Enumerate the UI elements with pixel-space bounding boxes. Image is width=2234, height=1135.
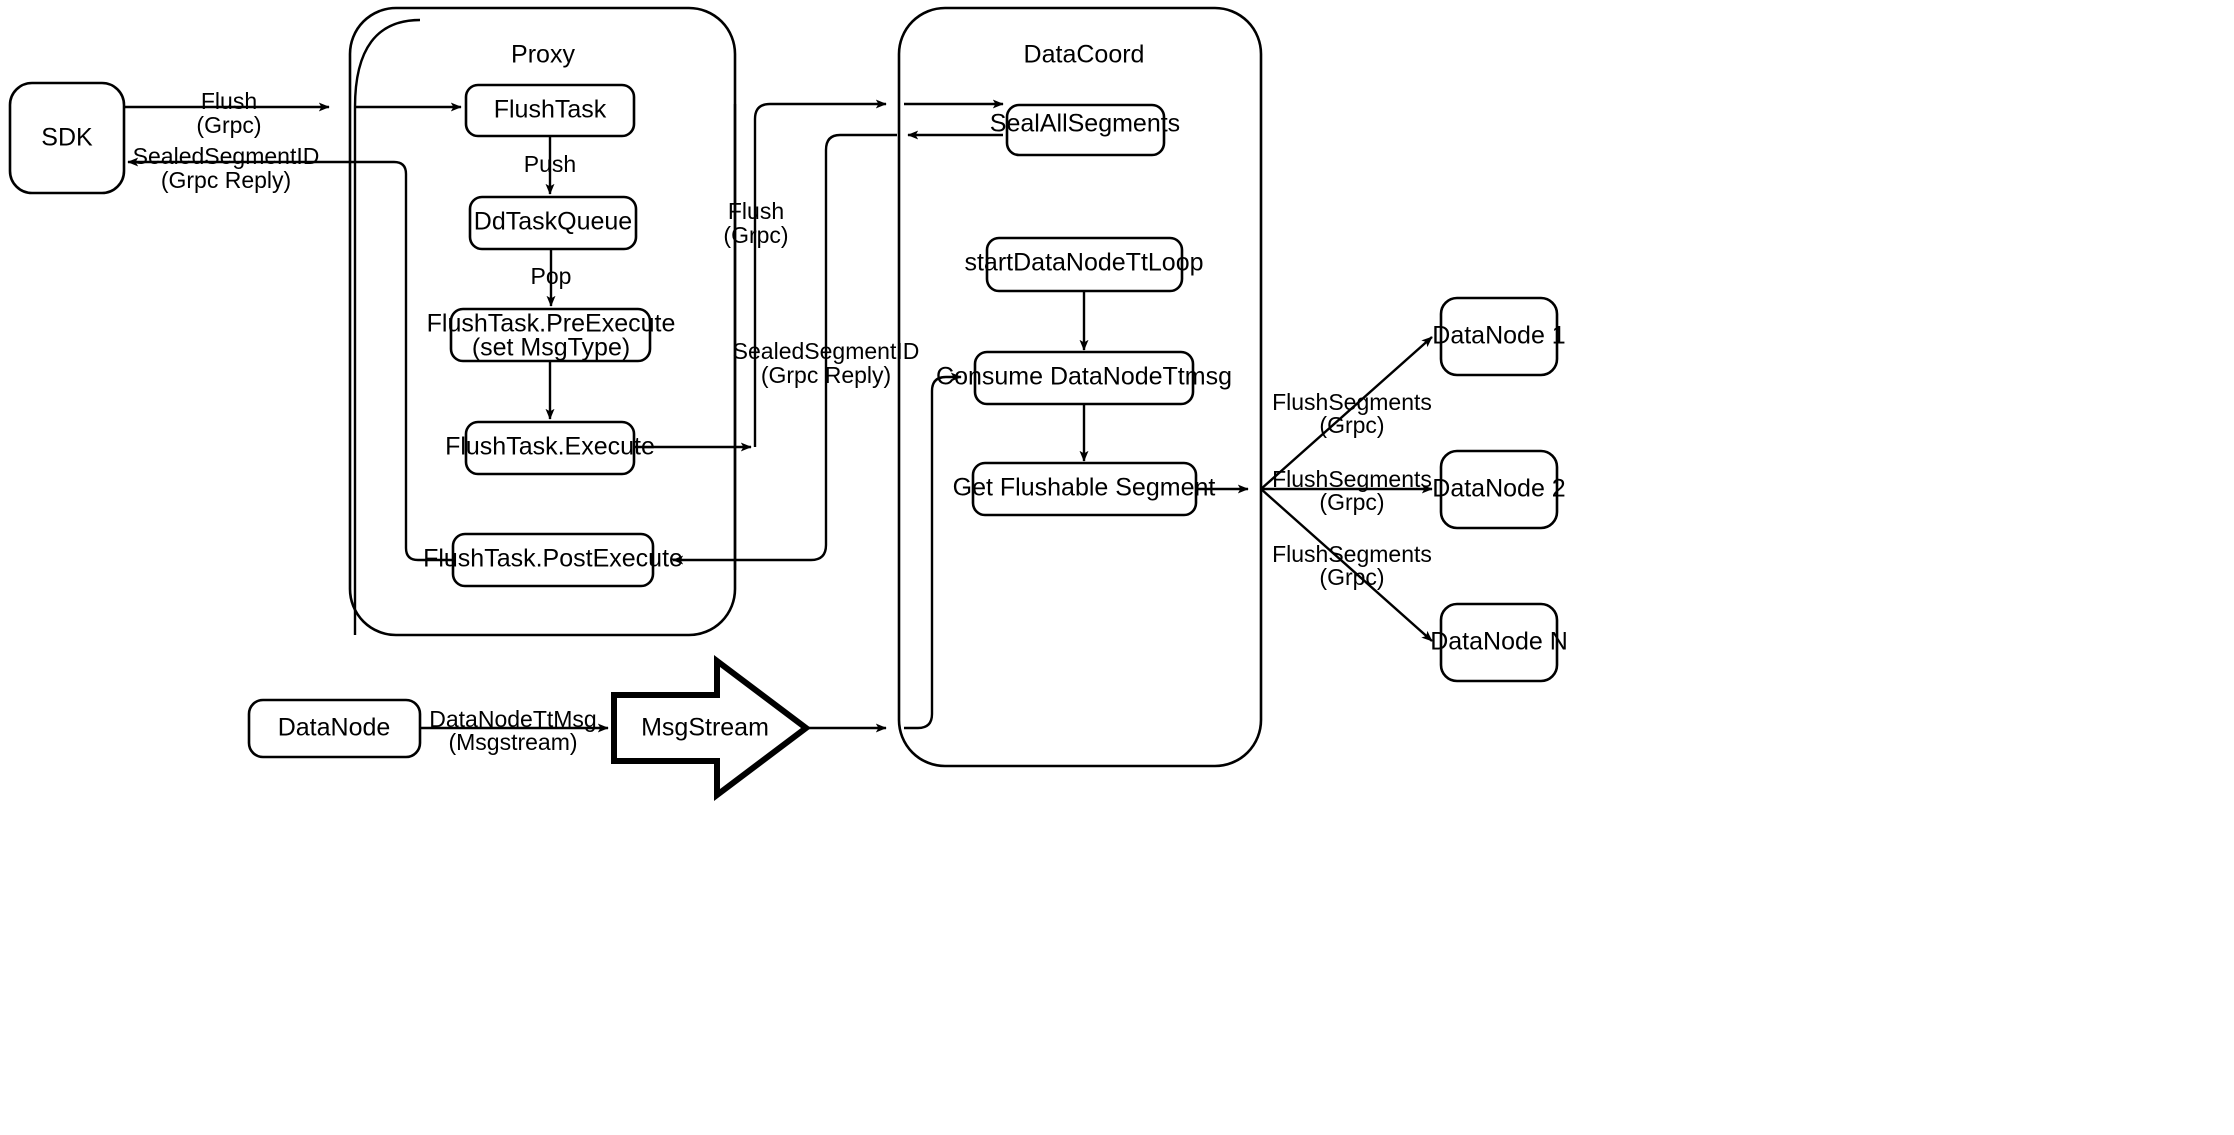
label-flush-grpc-sdk: Flush (Grpc) (196, 88, 261, 138)
label-pop: Pop (531, 263, 572, 289)
node-start-datanode-tt-loop[interactable]: startDataNodeTtLoop (964, 236, 1204, 293)
flush-mid-line1: Flush (728, 198, 784, 224)
datanode-1-label: DataNode 1 (1432, 322, 1565, 350)
sealed-mid-line1: SealedSegmentID (733, 338, 920, 364)
start-datanode-tt-loop-box[interactable] (985, 236, 1184, 293)
flush-mid-line2: (Grpc) (723, 222, 788, 248)
edge-junction-to-datanode1 (1260, 336, 1433, 490)
node-sdk[interactable]: SDK (8, 81, 126, 195)
get-flushable-segment-box[interactable] (971, 461, 1198, 517)
consume-datanode-ttmsg-label: Consume DataNodeTtmsg (936, 363, 1232, 391)
datanode-bottom-label: DataNode (278, 714, 391, 742)
flushsegments-2-line2: (Grpc) (1319, 489, 1384, 515)
label-flushsegments-2: FlushSegments (Grpc) (1272, 466, 1432, 515)
node-preexecute[interactable]: FlushTask.PreExecute (set MsgType) (427, 307, 676, 363)
sdk-label: SDK (41, 124, 93, 152)
label-sealedsegmentid-sdk: SealedSegmentID (Grpc Reply) (133, 143, 320, 193)
preexecute-box[interactable] (449, 307, 652, 363)
edge-reply-to-postexecute (672, 133, 897, 565)
node-datanode-1[interactable]: DataNode 1 (1432, 296, 1566, 377)
label-flushsegments-1: FlushSegments (Grpc) (1272, 389, 1432, 438)
execute-box[interactable] (464, 420, 636, 476)
node-datanode-bottom[interactable]: DataNode (247, 698, 422, 759)
node-sealallsegments[interactable]: SealAllSegments (990, 103, 1180, 157)
node-ddtaskqueue[interactable]: DdTaskQueue (468, 195, 638, 251)
datanode-bottom-box[interactable] (247, 698, 422, 759)
postexecute-box[interactable] (451, 532, 655, 588)
datanode-2-label: DataNode 2 (1432, 475, 1565, 503)
node-flushtask[interactable]: FlushTask (464, 83, 636, 138)
preexecute-label-line1: FlushTask.PreExecute (427, 310, 676, 338)
flushtask-box[interactable] (464, 83, 636, 138)
datanode-ttmsg-line2: (Msgstream) (448, 729, 577, 755)
sealallsegments-label: SealAllSegments (990, 110, 1180, 138)
flush-grpc-line1: Flush (201, 88, 257, 114)
label-flush-mid: Flush (Grpc) (723, 198, 788, 248)
flushtask-label: FlushTask (494, 96, 607, 124)
label-datanode-ttmsg: DataNodeTtMsg (Msgstream) (429, 706, 596, 755)
flushsegments-n-line2: (Grpc) (1319, 564, 1384, 590)
start-datanode-tt-loop-label: startDataNodeTtLoop (964, 249, 1203, 277)
msgstream-label: MsgStream (641, 714, 769, 742)
get-flushable-segment-label: Get Flushable Segment (953, 474, 1216, 502)
datanode-2-box[interactable] (1439, 449, 1559, 530)
execute-label: FlushTask.Execute (445, 433, 655, 461)
sealedsegmentid-line1: SealedSegmentID (133, 143, 320, 169)
node-postexecute[interactable]: FlushTask.PostExecute (423, 532, 683, 588)
node-datanode-n[interactable]: DataNode N (1430, 602, 1568, 683)
proxy-title: Proxy (511, 41, 575, 69)
datacoord-boundary (897, 6, 1263, 768)
datanode-ttmsg-line1: DataNodeTtMsg (429, 706, 596, 732)
edge-postexecute-loopback (345, 160, 453, 562)
consume-datanode-ttmsg-box[interactable] (973, 350, 1195, 406)
node-get-flushable-segment[interactable]: Get Flushable Segment (953, 461, 1216, 517)
sealallsegments-box[interactable] (1005, 103, 1166, 157)
postexecute-label: FlushTask.PostExecute (423, 545, 683, 573)
edge-junction-to-datanoden (1260, 488, 1433, 642)
edge-datacoord-border-to-consume (904, 372, 962, 730)
node-consume-datanode-ttmsg[interactable]: Consume DataNodeTtmsg (936, 350, 1232, 406)
flushsegments-1-line1: FlushSegments (1272, 389, 1432, 415)
proxy-left-trunk-top-curve (353, 18, 421, 108)
ddtaskqueue-box[interactable] (468, 195, 638, 251)
sealed-mid-line2: (Grpc Reply) (761, 362, 891, 388)
label-sealedsegmentid-mid: SealedSegmentID (Grpc Reply) (733, 338, 920, 388)
datanode-1-box[interactable] (1439, 296, 1559, 377)
node-datanode-2[interactable]: DataNode 2 (1432, 449, 1566, 530)
flushsegments-1-line2: (Grpc) (1319, 412, 1384, 438)
flushsegments-2-line1: FlushSegments (1272, 466, 1432, 492)
datanode-n-label: DataNode N (1430, 628, 1568, 656)
flushsegments-n-line1: FlushSegments (1272, 541, 1432, 567)
datanode-n-box[interactable] (1439, 602, 1559, 683)
ddtaskqueue-label: DdTaskQueue (474, 208, 632, 236)
node-execute[interactable]: FlushTask.Execute (445, 420, 655, 476)
sdk-box[interactable] (8, 81, 126, 195)
container-datacoord: DataCoord (897, 6, 1263, 768)
preexecute-label-line2: (set MsgType) (472, 334, 630, 362)
label-push: Push (524, 151, 576, 177)
label-flushsegments-n: FlushSegments (Grpc) (1272, 541, 1432, 590)
datacoord-title: DataCoord (1024, 41, 1145, 69)
node-msgstream[interactable]: MsgStream (611, 654, 811, 802)
flush-grpc-line2: (Grpc) (196, 112, 261, 138)
msgstream-arrow-shape[interactable] (611, 654, 811, 802)
edge-flush-grpc-to-datacoord (753, 99, 887, 447)
sealedsegmentid-line2: (Grpc Reply) (161, 167, 291, 193)
